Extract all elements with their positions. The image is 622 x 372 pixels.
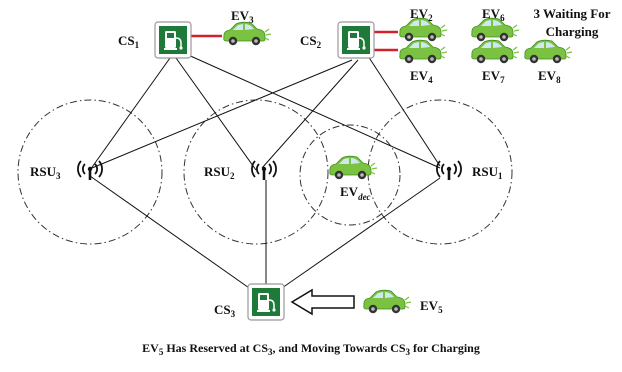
ev7-car-icon (471, 39, 520, 64)
cs2-label: CS2 (300, 33, 322, 50)
move-arrow-icon (290, 288, 355, 316)
evdec-label: EVdec (340, 184, 371, 202)
ev3-car-icon (223, 21, 272, 46)
rsu1-coverage (367, 99, 513, 245)
rsu2-label: RSU2 (204, 164, 235, 181)
ev2-car-icon (399, 17, 448, 42)
rsu3-coverage (17, 99, 163, 245)
cs3-label: CS3 (214, 302, 236, 319)
ev7-label: EV7 (482, 68, 505, 85)
ev5-car-icon (363, 289, 412, 314)
diagram-caption: EV5 Has Reserved at CS3, and Moving Towa… (142, 341, 480, 357)
ev8-car-icon (524, 39, 573, 64)
ev4-label: EV4 (410, 68, 433, 85)
waiting-note-line1: 3 Waiting For (533, 6, 610, 21)
ev2-label: EV2 (410, 6, 433, 23)
ev6-label: EV6 (482, 6, 505, 23)
evdec-car-icon (329, 155, 378, 180)
ev5-label: EV5 (420, 298, 443, 315)
cs1-label: CS1 (118, 33, 140, 50)
rsu3-label: RSU3 (30, 164, 61, 181)
rsu2-antenna-icon (251, 160, 277, 181)
charging-cables (190, 30, 398, 52)
ev8-label: EV8 (538, 68, 561, 85)
connection-lines (89, 53, 441, 291)
rsu3-antenna-icon (77, 160, 103, 181)
cs2-station-icon (337, 21, 375, 59)
cs3-station-icon (247, 283, 285, 321)
cs1-station-icon (154, 21, 192, 59)
ev4-car-icon (399, 39, 448, 64)
rsu1-label: RSU1 (472, 164, 503, 181)
evdec-coverage (299, 124, 401, 226)
ev6-car-icon (471, 17, 520, 42)
rsu1-antenna-icon (436, 160, 462, 181)
ev3-label: EV3 (231, 8, 254, 25)
waiting-note-line2: Charging (546, 24, 599, 39)
coverage-areas (17, 99, 513, 245)
